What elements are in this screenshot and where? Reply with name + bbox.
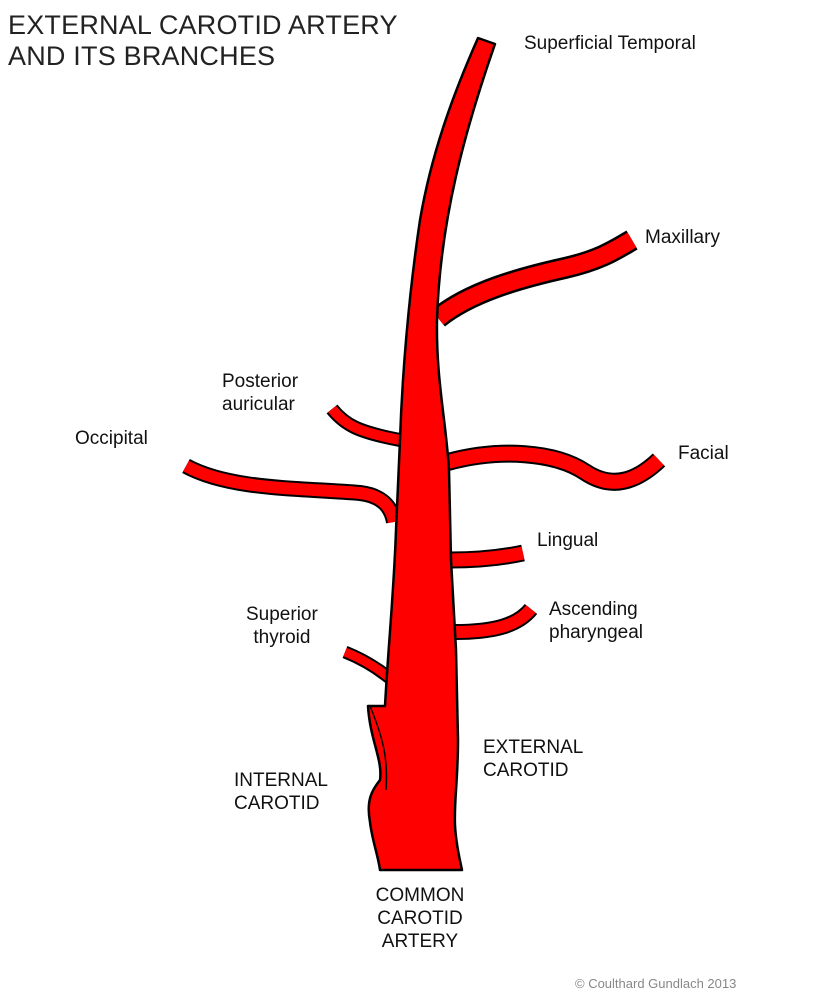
title-line-1: EXTERNAL CAROTID ARTERY	[8, 10, 398, 40]
label-ascending-pharyngeal: Ascending pharyngeal	[549, 598, 643, 644]
occipital-branch	[182, 458, 402, 524]
label-internal-carotid-line2: CAROTID	[234, 793, 320, 814]
label-lingual: Lingual	[537, 530, 599, 551]
label-facial: Facial	[678, 443, 729, 464]
label-internal-carotid-line1: INTERNAL	[234, 770, 328, 791]
label-posterior-auricular: Posterior auricular	[222, 370, 298, 416]
label-superior-thyroid-line1: Superior	[246, 604, 318, 625]
label-common-carotid-line2: CAROTID	[377, 908, 463, 929]
maxillary-branch	[431, 230, 638, 327]
label-external-carotid-line2: CAROTID	[483, 760, 569, 781]
label-posterior-auricular-line2: auricular	[222, 394, 295, 415]
superior-thyroid-branch	[342, 645, 397, 686]
label-occipital: Occipital	[75, 428, 148, 449]
label-maxillary: Maxillary	[645, 227, 720, 248]
branch-vessels	[182, 230, 666, 686]
label-posterior-auricular-line1: Posterior	[222, 371, 299, 392]
posterior-auricular-branch	[326, 404, 402, 447]
title-line-2: AND ITS BRANCHES	[8, 41, 276, 71]
copyright-notice: © Coulthard Gundlach 2013	[575, 976, 737, 991]
label-superficial-temporal: Superficial Temporal	[524, 33, 696, 54]
label-internal-carotid: INTERNAL CAROTID	[234, 769, 328, 815]
facial-branch	[445, 444, 666, 491]
external-carotid-trunk	[366, 36, 497, 872]
diagram-title: EXTERNAL CAROTID ARTERY AND ITS BRANCHES	[8, 10, 398, 72]
internal-carotid-stub	[369, 705, 388, 791]
lingual-branch	[449, 544, 525, 569]
label-superior-thyroid: Superior thyroid	[246, 603, 318, 649]
label-common-carotid-line1: COMMON	[375, 885, 465, 906]
ascending-pharyngeal-branch	[454, 603, 538, 640]
label-superior-thyroid-line2: thyroid	[253, 627, 311, 648]
label-external-carotid: EXTERNAL CAROTID	[483, 736, 583, 782]
label-common-carotid: COMMON CAROTID ARTERY	[364, 884, 476, 953]
label-ascending-pharyngeal-line1: Ascending	[549, 599, 638, 620]
label-common-carotid-line3: ARTERY	[381, 931, 459, 952]
label-ascending-pharyngeal-line2: pharyngeal	[549, 622, 644, 643]
label-external-carotid-line1: EXTERNAL	[483, 737, 584, 758]
